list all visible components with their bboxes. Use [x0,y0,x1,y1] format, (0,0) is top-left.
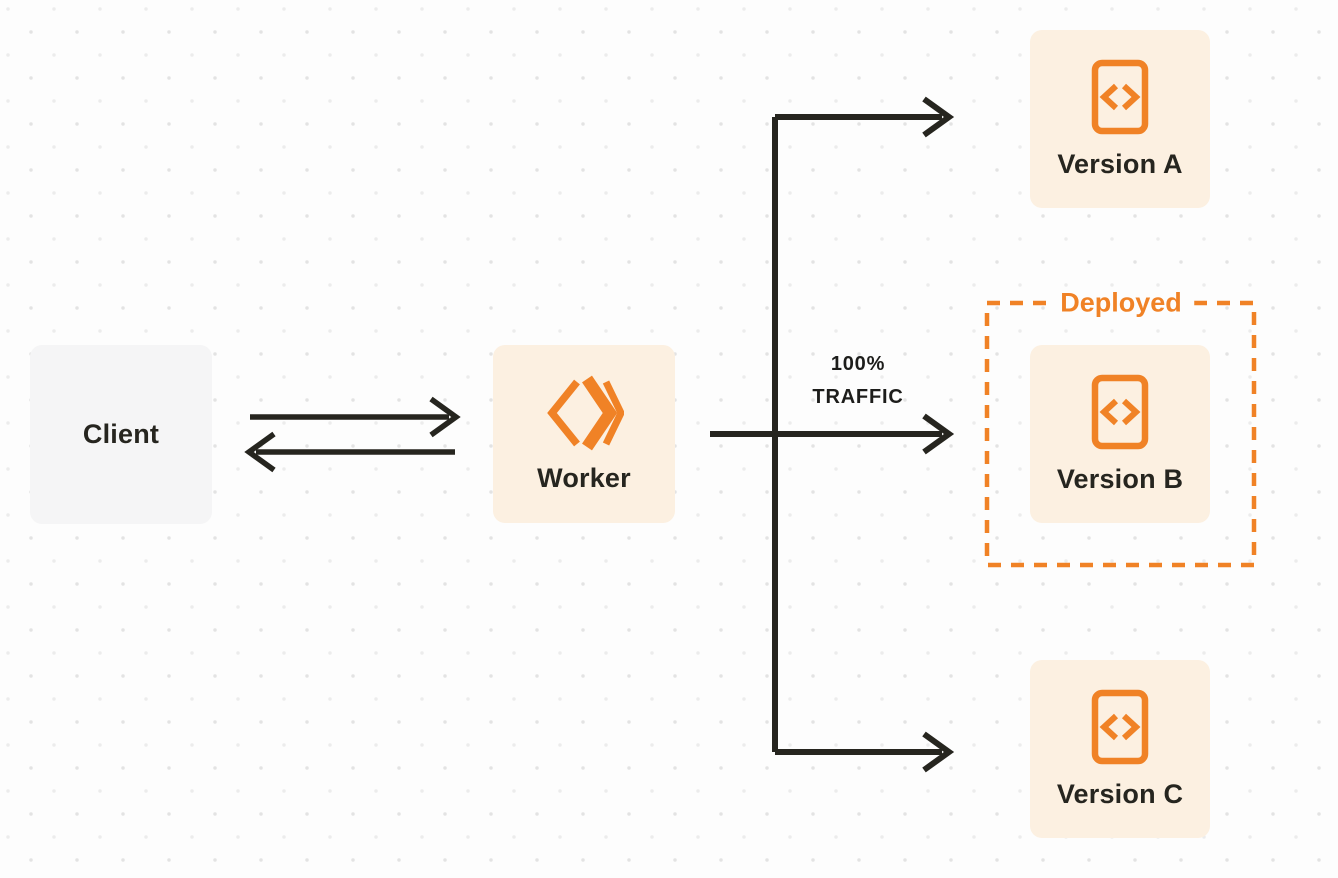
arrowhead-right-icon [922,413,955,455]
code-file-icon [1091,59,1149,135]
code-file-icon [1091,374,1149,450]
node-version-a: Version A [1030,30,1210,208]
version-a-label: Version A [1057,148,1183,179]
traffic-label-line2: TRAFFIC [812,386,904,408]
arrowhead-right-icon [922,731,955,773]
node-client: Client [30,345,212,524]
traffic-label-line1: 100% [830,353,886,375]
node-version-c: Version C [1030,660,1210,838]
version-c-label: Version C [1056,778,1184,809]
traffic-label: 100% TRAFFIC [812,348,903,414]
worker-label: Worker [537,462,631,493]
node-version-b: Version B [1030,345,1210,523]
node-worker: Worker [493,345,675,523]
arrowhead-left-icon [244,431,276,473]
code-file-icon [1091,689,1149,765]
version-b-label: Version B [1056,463,1184,494]
client-label: Client [82,419,160,449]
arrowhead-right-icon [922,96,955,138]
arrowhead-right-icon [429,396,461,438]
deployed-label: Deployed [1048,287,1194,319]
workers-logo-icon [544,375,624,451]
